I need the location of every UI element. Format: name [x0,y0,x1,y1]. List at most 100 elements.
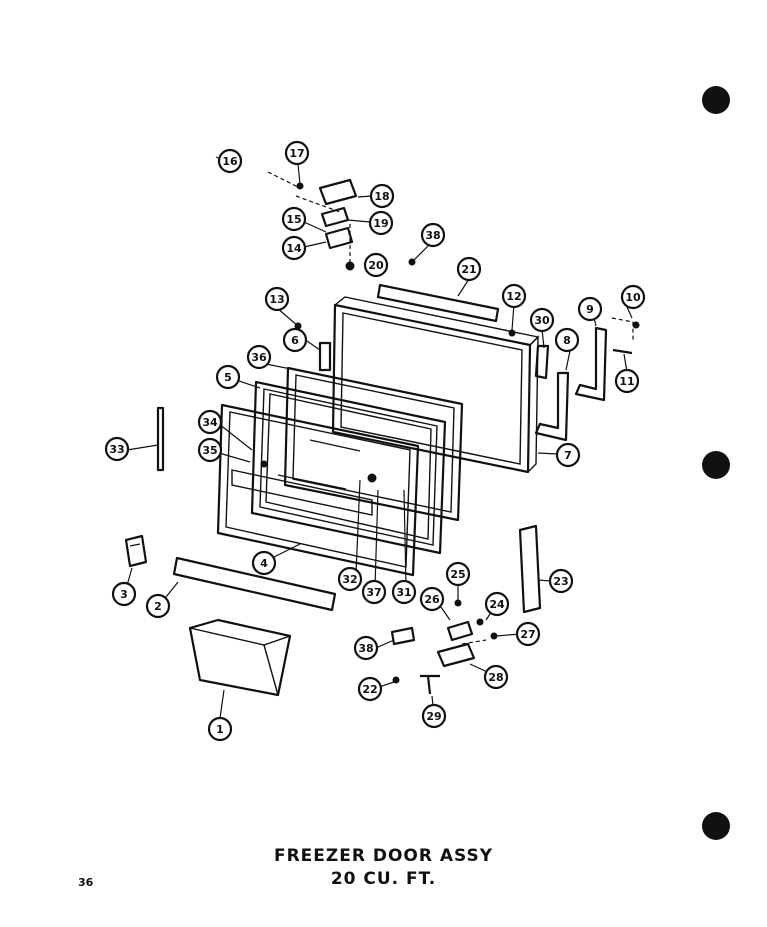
punch-hole-bottom [702,812,730,840]
callout-9: 9 [577,296,603,322]
callout-36: 36 [246,344,272,370]
fasteners [260,182,640,684]
part-door-gasket [283,366,464,522]
callout-14: 14 [281,235,307,261]
callout-28: 28 [483,664,509,690]
svg-text:28: 28 [488,671,503,684]
svg-text:11: 11 [619,375,634,388]
diagram-subtitle: 20 CU. FT. [330,869,437,889]
svg-text:17: 17 [289,147,304,160]
part-left-clip [318,341,332,372]
svg-text:26: 26 [424,593,440,606]
callout-26: 26 [419,586,445,612]
callout-10: 10 [620,284,646,310]
svg-text:37: 37 [366,586,381,599]
callout-21: 21 [456,256,482,282]
svg-text:16: 16 [222,155,238,168]
callout-17: 17 [284,140,310,166]
svg-text:10: 10 [625,291,641,304]
part-storage-bin [188,618,292,697]
callout-6: 6 [282,327,308,353]
callout-29: 29 [421,703,447,729]
callout-27: 27 [515,621,541,647]
svg-text:33: 33 [109,443,124,456]
punch-hole-middle [702,451,730,479]
svg-text:35: 35 [202,444,217,457]
callout-31: 31 [391,579,417,605]
svg-text:1: 1 [216,723,224,736]
svg-text:2: 2 [154,600,162,613]
svg-text:22: 22 [362,683,377,696]
callout-33: 33 [104,436,130,462]
part-bottom-hinge [390,620,487,695]
callout-38-top: 38 [420,222,446,248]
part-top-hinge [267,171,358,262]
callout-16: 16 [217,148,243,174]
svg-text:34: 34 [202,416,218,429]
callout-19: 19 [368,210,394,236]
svg-text:32: 32 [342,573,357,586]
part-door-latch [124,534,148,568]
callout-20: 20 [363,252,389,278]
svg-text:24: 24 [489,598,505,611]
callout-2: 2 [145,593,171,619]
svg-text:31: 31 [396,586,411,599]
part-right-hinge-brackets [534,326,608,442]
svg-text:38: 38 [425,229,440,242]
callout-24: 24 [484,591,510,617]
callout-7: 7 [555,442,581,468]
callout-22: 22 [357,676,383,702]
callout-1: 1 [207,716,233,742]
diagram-title: FREEZER DOOR ASSY [273,846,494,866]
svg-text:18: 18 [374,190,389,203]
svg-text:6: 6 [291,334,299,347]
callouts: 16 17 18 19 15 14 20 38 21 12 13 6 30 9 … [104,140,646,742]
callout-12: 12 [501,283,527,309]
svg-text:7: 7 [564,449,572,462]
callout-37: 37 [361,579,387,605]
svg-text:25: 25 [450,568,465,581]
svg-text:19: 19 [373,217,388,230]
svg-text:13: 13 [269,293,284,306]
callout-35: 35 [197,437,223,463]
callout-34: 34 [197,409,223,435]
svg-text:21: 21 [461,263,476,276]
part-inner-door-frame [250,380,447,555]
svg-text:20: 20 [368,259,384,272]
svg-text:3: 3 [120,588,128,601]
part-side-strip [518,524,542,614]
svg-text:38: 38 [358,642,373,655]
svg-text:15: 15 [286,213,301,226]
svg-text:23: 23 [553,575,568,588]
svg-text:36: 36 [251,351,267,364]
callout-8: 8 [554,327,580,353]
punch-hole-top [702,86,730,114]
callout-4: 4 [251,550,277,576]
part-door-liner [216,403,420,577]
callout-30: 30 [529,307,555,333]
callout-38-bottom: 38 [353,635,379,661]
svg-text:14: 14 [286,242,302,255]
part-outer-door-panel [331,296,540,474]
svg-text:12: 12 [506,290,521,303]
svg-text:29: 29 [426,710,441,723]
svg-text:30: 30 [534,314,550,327]
svg-text:27: 27 [520,628,535,641]
callout-11: 11 [614,368,640,394]
part-hinge-pin [611,317,634,355]
callout-23: 23 [548,568,574,594]
svg-text:5: 5 [224,371,232,384]
svg-text:8: 8 [563,334,571,347]
part-top-trim-strip [376,283,500,323]
callout-18: 18 [369,183,395,209]
leader-lines [125,156,633,719]
callout-3: 3 [111,581,137,607]
page-number: 36 [78,876,94,889]
part-door-handle [172,556,337,612]
svg-text:4: 4 [260,557,268,570]
callout-5: 5 [215,364,241,390]
callout-25: 25 [445,561,471,587]
svg-text:9: 9 [586,303,594,316]
part-left-strip [156,406,165,472]
